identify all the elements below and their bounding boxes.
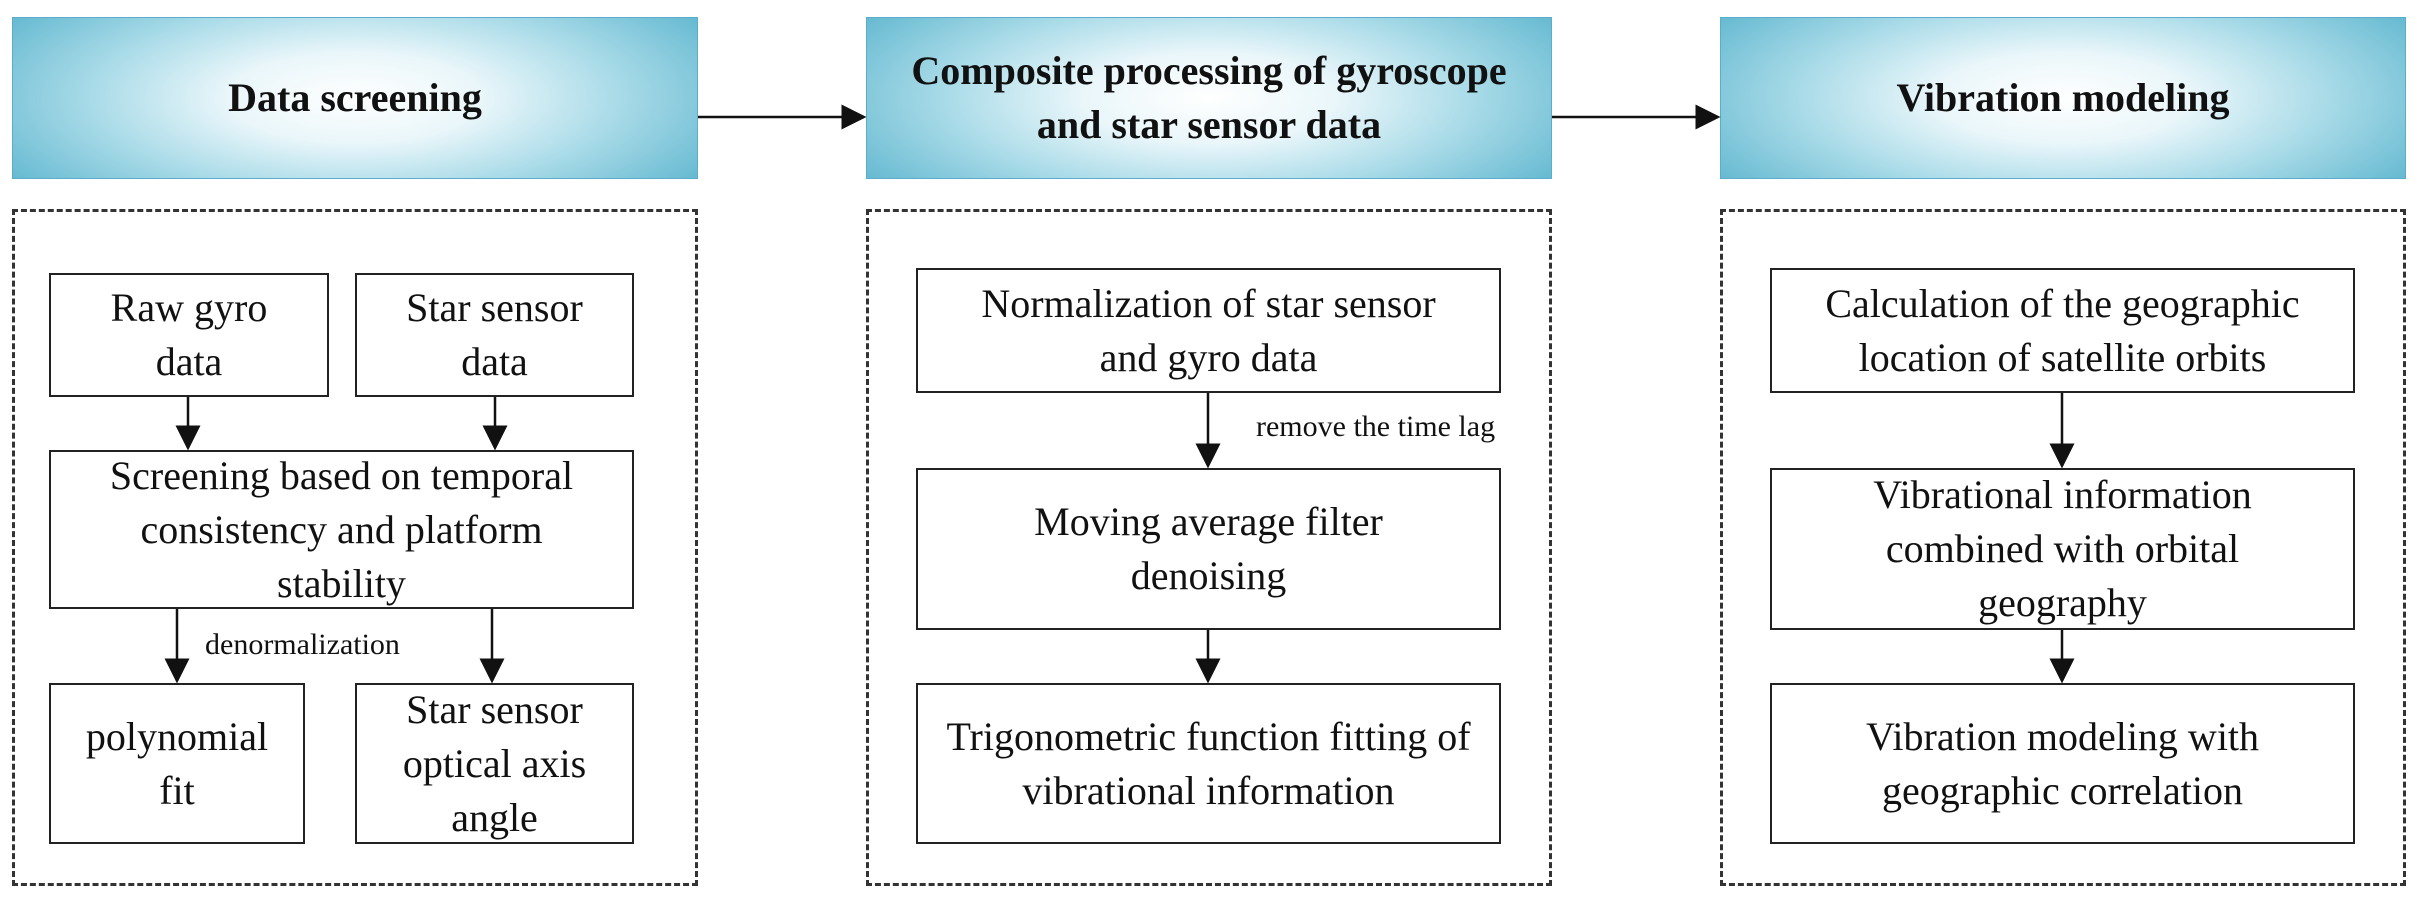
header-composite-processing: Composite processing of gyroscope and st… bbox=[866, 17, 1552, 179]
box-label: Screening based on temporal consistency … bbox=[109, 452, 574, 606]
box-label: Vibration modeling with geographic corre… bbox=[1865, 713, 2260, 813]
denormalization-label: denormalization bbox=[205, 628, 400, 661]
box-label: Star sensor data bbox=[406, 285, 583, 384]
geo-correlation-box: Vibration modeling with geographic corre… bbox=[1770, 683, 2355, 844]
box-label: Star sensor optical axis angle bbox=[402, 686, 587, 840]
moving-average-box: Moving average filter denoising bbox=[916, 468, 1501, 630]
remove-time-lag-label: remove the time lag bbox=[1256, 410, 1496, 443]
combined-orbital-box: Vibrational information combined with or… bbox=[1770, 468, 2355, 630]
box-label: Calculation of the geographic location o… bbox=[1825, 280, 2300, 380]
box-label: Raw gyro data bbox=[110, 285, 268, 384]
optical-axis-angle-box: Star sensor optical axis angle bbox=[355, 683, 634, 844]
box-label: Moving average filter denoising bbox=[1034, 499, 1383, 598]
polynomial-fit-box: polynomial fit bbox=[49, 683, 305, 844]
header-data-screening: Data screening bbox=[12, 17, 698, 179]
geo-location-box: Calculation of the geographic location o… bbox=[1770, 268, 2355, 393]
header-label: Vibration modeling bbox=[1896, 75, 2230, 120]
screening-step-box: Screening based on temporal consistency … bbox=[49, 450, 634, 609]
header-label: Composite processing of gyroscope and st… bbox=[911, 48, 1507, 147]
box-label: Vibrational information combined with or… bbox=[1873, 472, 2252, 625]
box-label: polynomial fit bbox=[85, 713, 269, 813]
raw-gyro-data-box: Raw gyro data bbox=[49, 273, 329, 397]
trig-fitting-box: Trigonometric function fitting of vibrat… bbox=[916, 683, 1501, 844]
star-sensor-data-box: Star sensor data bbox=[355, 273, 634, 397]
panel-data-screening bbox=[12, 209, 698, 886]
header-vibration-modeling: Vibration modeling bbox=[1720, 17, 2406, 179]
header-label: Data screening bbox=[228, 75, 482, 120]
box-label: Normalization of star sensor and gyro da… bbox=[981, 280, 1436, 380]
panel-vibration-modeling bbox=[1720, 209, 2406, 886]
box-label: Trigonometric function fitting of vibrat… bbox=[946, 713, 1471, 813]
panel-composite-processing bbox=[866, 209, 1552, 886]
normalization-box: Normalization of star sensor and gyro da… bbox=[916, 268, 1501, 393]
